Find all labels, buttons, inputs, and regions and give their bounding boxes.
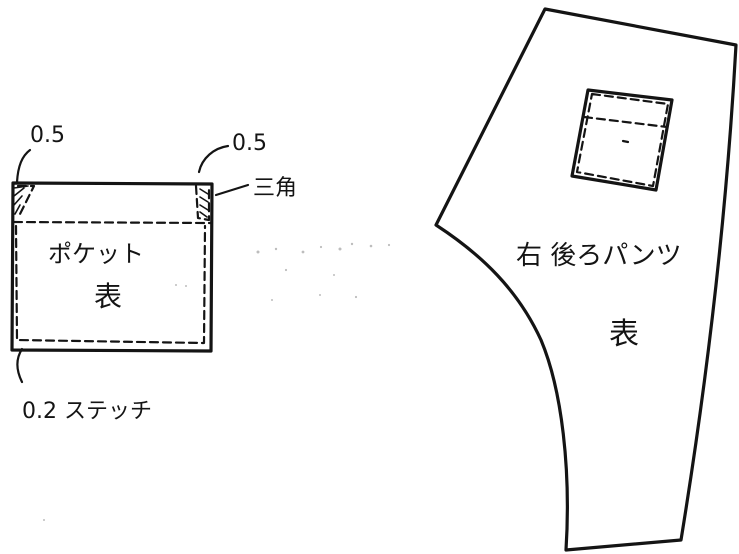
pocket-stitch-line	[14, 224, 207, 345]
pocket-right-offset-label: 0.5	[232, 131, 267, 156]
pants-pocket-outline	[570, 88, 674, 192]
pants-name-label: 右 後ろパンツ	[516, 241, 682, 271]
pocket-corner-triangle-right	[194, 184, 211, 222]
pants-pocket-mark	[621, 139, 630, 144]
pocket-left-offset-label: 0.5	[30, 123, 65, 148]
pants-face-label: 表	[609, 317, 639, 352]
pocket-piece	[10, 144, 250, 384]
pocket-corner-triangle-left	[13, 184, 36, 220]
pocket-name-label: ポケット	[48, 240, 144, 268]
pocket-outline	[10, 181, 214, 353]
stitch-label: 0.2 ステッチ	[22, 399, 152, 424]
leader-stitch	[16, 347, 24, 384]
pocket-face-label: 表	[94, 280, 122, 313]
leader-left-offset	[15, 148, 32, 184]
triangle-label: 三角	[253, 176, 297, 201]
pants-pocket-stitch	[575, 92, 670, 188]
leader-right-offset	[197, 144, 230, 174]
pants-piece	[434, 7, 738, 552]
pocket-fold-line	[12, 220, 213, 225]
pants-pocket-fold	[582, 115, 669, 129]
scan-noise	[43, 242, 391, 521]
pants-outline	[434, 7, 738, 552]
leader-triangle	[214, 183, 250, 197]
